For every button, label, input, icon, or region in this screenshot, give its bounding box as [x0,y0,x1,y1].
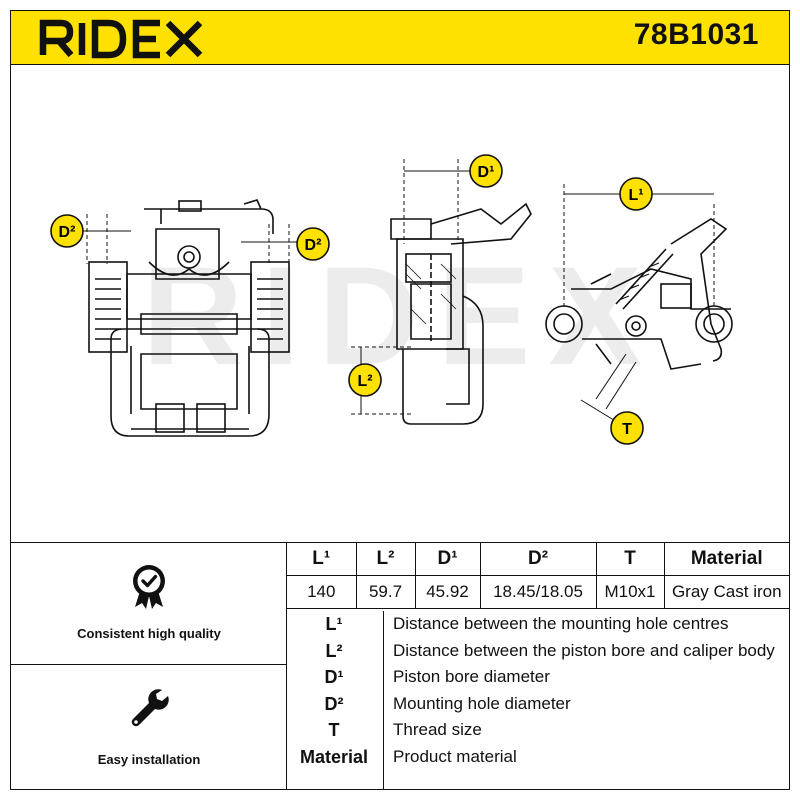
legend-symbol: Material [299,746,369,767]
legend-symbol: L¹ [325,614,343,634]
spec-header-l1: L¹ [287,543,357,576]
feature-quality: Consistent high quality [11,543,287,665]
features-column: Consistent high quality Easy installatio… [11,543,287,789]
dimension-t [580,353,637,423]
legend-row: Material Product material [287,744,789,771]
feature-installation: Easy installation [11,665,287,789]
badge-l1-label: L¹ [628,187,643,204]
caliper-front-view [88,199,290,437]
spec-value-l2: 59.7 [355,575,416,609]
legend-row: T Thread size [287,717,789,744]
header-bar: 78B1031 [10,10,790,65]
caliper-drawing-svg: RIDEX [50,154,733,445]
spec-header-t: T [595,543,665,576]
part-number: 78B1031 [633,18,759,51]
spec-header-row: L¹ L² D¹ D² T Material [287,543,789,576]
spec-header-material: Material [663,543,789,576]
legend-description: Thread size [393,720,482,740]
spec-table: L¹ L² D¹ D² T Material 140 59.7 45.92 18… [287,543,789,609]
badge-d1-label: D¹ [478,164,495,181]
spec-header-l2: L² [355,543,416,576]
dimension-d2-right [241,224,299,264]
legend-divider [383,611,384,789]
legend-row: L¹ Distance between the mounting hole ce… [287,611,789,638]
badge-check-icon [133,565,165,609]
badge-d2-left-label: D² [59,224,76,241]
legend-description: Product material [393,746,517,766]
legend-symbol: D¹ [324,667,344,688]
legend-symbol: L² [325,640,343,661]
spec-table-wrapper: L¹ L² D¹ D² T Material 140 59.7 45.92 18… [287,543,789,609]
legend-description: Mounting hole diameter [393,693,571,713]
ridex-logo [37,15,207,61]
dimension-l1 [563,184,715,309]
legend-symbol: T [328,720,340,741]
dimension-d1 [403,159,471,244]
legend-symbol: D² [324,693,344,714]
badge-l1 [619,177,653,211]
feature-quality-label: Consistent high quality [77,626,221,641]
badge-d2-right [296,227,330,261]
badge-l2 [348,363,382,397]
legend-row: D² Mounting hole diameter [287,691,789,718]
legend-row: D¹ Piston bore diameter [287,664,789,691]
legend-description: Piston bore diameter [393,667,550,687]
badge-t [610,411,644,445]
spec-value-t: M10x1 [595,575,665,609]
legend-list: L¹ Distance between the mounting hole ce… [287,611,789,789]
dimension-d2-left [77,214,131,264]
spec-value-d1: 45.92 [414,575,481,609]
spec-panel: Consistent high quality Easy installatio… [10,542,790,790]
badge-l2-label: L² [357,373,372,390]
badge-d2-right-label: D² [305,237,322,254]
spec-header-d1: D¹ [414,543,481,576]
wrench-icon [131,689,169,727]
spec-value-d2: 18.45/18.05 [479,575,597,609]
badge-t-label: T [622,421,632,438]
spec-value-l1: 140 [287,575,357,609]
legend-description: Distance between the piston bore and cal… [393,640,775,660]
legend-description: Distance between the mounting hole centr… [393,614,729,633]
technical-drawing: RIDEX [10,64,790,542]
spec-value-row: 140 59.7 45.92 18.45/18.05 M10x1 Gray Ca… [287,575,789,609]
legend-row: L² Distance between the piston bore and … [287,638,789,665]
spec-header-d2: D² [479,543,597,576]
feature-installation-label: Easy installation [97,752,201,767]
badge-d2-left [50,214,84,248]
badge-d1 [469,154,503,188]
caliper-section-view [390,202,532,425]
spec-value-material: Gray Cast iron [663,575,789,609]
